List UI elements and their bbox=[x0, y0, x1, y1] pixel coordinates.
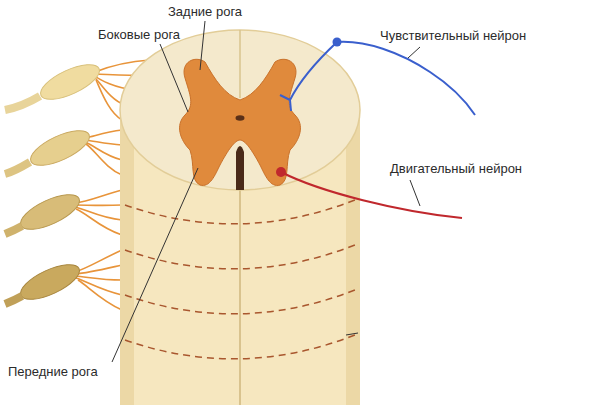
anterior-fissure bbox=[236, 146, 244, 190]
white-matter bbox=[120, 30, 360, 190]
part-label: Чувствительный нейрон bbox=[380, 28, 526, 44]
sensory-neuron bbox=[280, 38, 475, 116]
part-label: Двигательный нейрон bbox=[390, 161, 522, 177]
part-label: Передние рога bbox=[8, 364, 98, 380]
spinal-ganglia bbox=[5, 58, 104, 307]
segment-lines bbox=[125, 200, 355, 359]
part-label: Боковые рога bbox=[98, 27, 180, 43]
part-label: Задние рога bbox=[168, 4, 242, 20]
central-canal bbox=[236, 115, 245, 121]
leader-lines bbox=[112, 21, 420, 362]
